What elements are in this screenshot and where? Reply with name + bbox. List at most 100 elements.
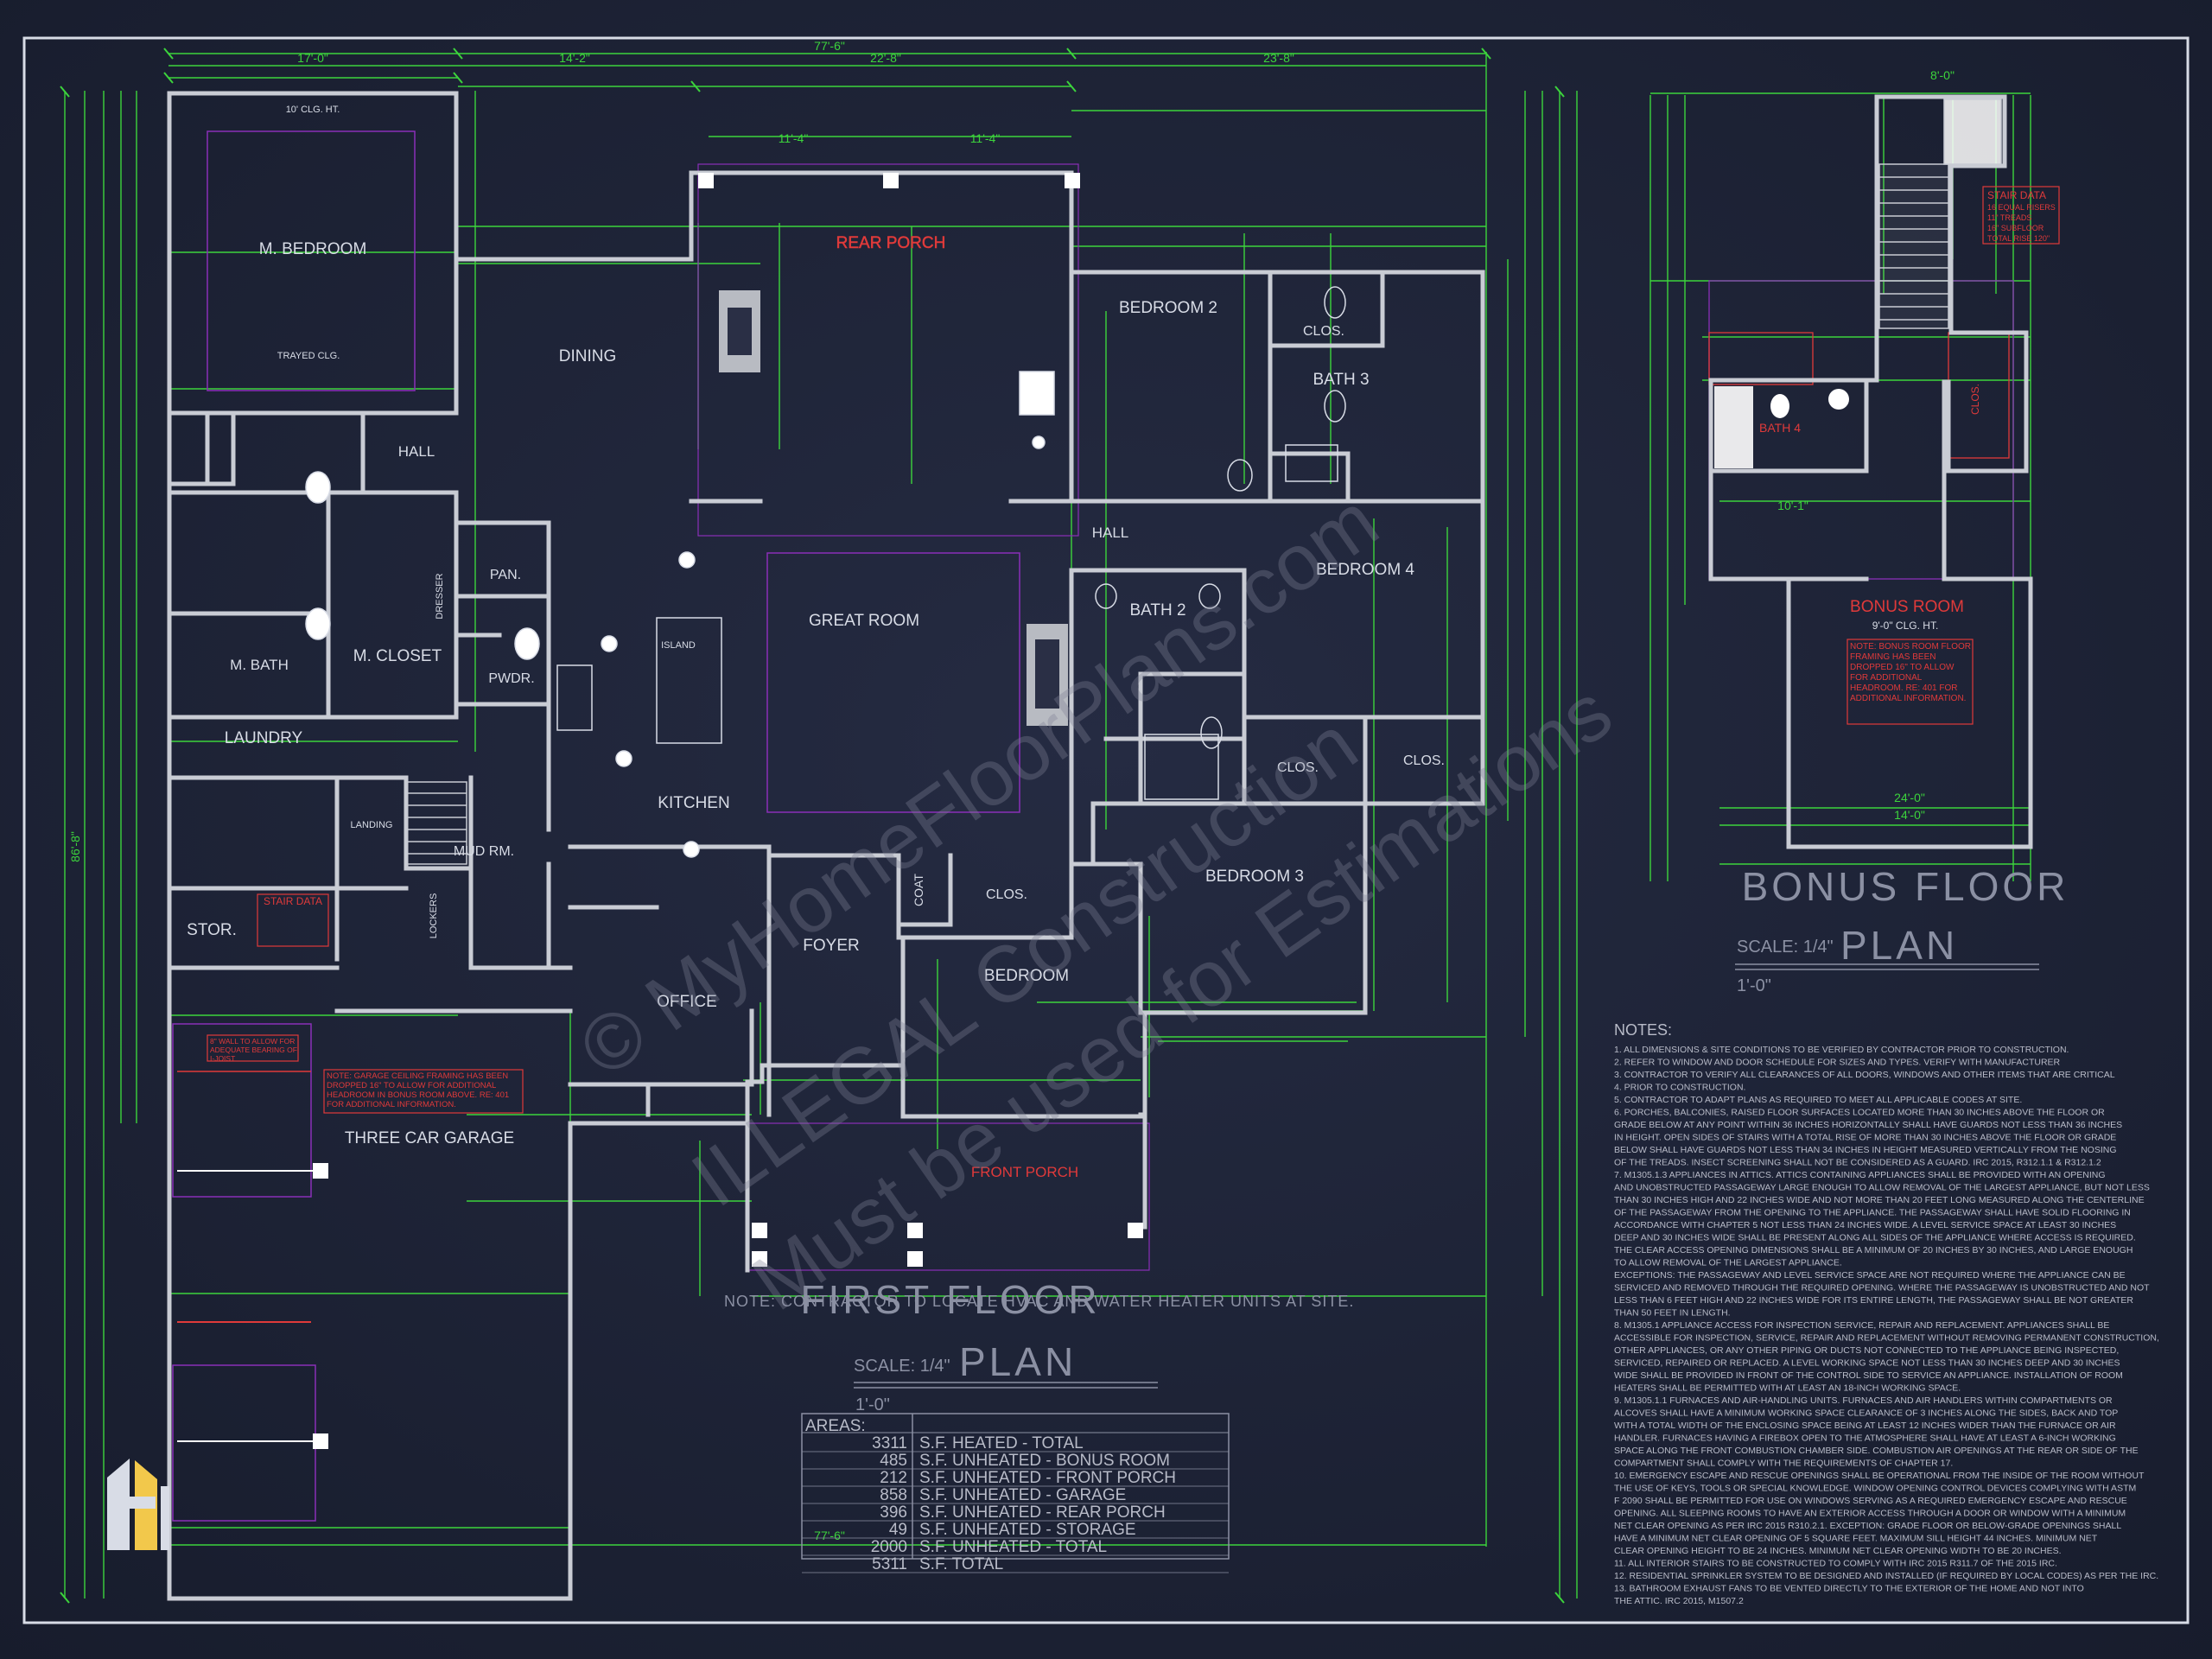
note-line: WIDE SHALL BE PROVIDED IN FRONT OF THE C… [1614, 1370, 2123, 1381]
room-bedroom-4: BEDROOM 4 [1316, 561, 1414, 579]
note-line: SERVICED AND REMOVED THROUGH THE REQUIRE… [1614, 1283, 2150, 1294]
bonus-dim-w2: 10'-1" [1777, 499, 1808, 512]
hvac-note: NOTE: CONTRACTOR TO LOCATE HVAC AND WATE… [724, 1293, 1354, 1310]
stair-data-label: STAIR DATA [264, 895, 322, 907]
areas-row-value: 485 [880, 1452, 907, 1470]
kitchen-island: ISLAND [661, 640, 696, 651]
sheet-border [22, 36, 2190, 1624]
dim-overall-width-bottom: 77'-6" [814, 1529, 845, 1542]
room-hall-master: HALL [398, 443, 435, 460]
room-landing: LANDING [351, 820, 393, 830]
room-pantry: PAN. [490, 568, 521, 582]
note-line: ACCESSIBLE FOR INSPECTION, SERVICE, REPA… [1614, 1333, 2159, 1344]
room-bedroom-3: BEDROOM 3 [1205, 868, 1304, 886]
dim-d6: 11'-4" [970, 131, 1001, 145]
first-floor-walls [167, 91, 1485, 1601]
bonus-dim-top: 8'-0" [1930, 68, 1955, 82]
areas-row-value: 3311 [872, 1434, 907, 1452]
bonus-stair-data-title: STAIR DATA [1987, 189, 2046, 201]
bonus-stair-line-3: 16" SUBFLOOR [1987, 224, 2044, 232]
garage-note: NOTE: GARAGE CEILING FRAMING HAS BEEN DR… [327, 1071, 509, 1109]
areas-row-description: S.F. UNHEATED - STORAGE [919, 1521, 1136, 1539]
note-line: 13. BATHROOM EXHAUST FANS TO BE VENTED D… [1614, 1584, 2084, 1594]
dresser: DRESSER [435, 573, 445, 619]
room-front-porch: FRONT PORCH [971, 1164, 1078, 1180]
areas-row-description: S.F. UNHEATED - REAR PORCH [919, 1503, 1166, 1522]
first-floor-scale-unit: 1'-0" [855, 1395, 890, 1414]
note-line: THAN 30 INCHES HIGH AND 22 INCHES WIDE A… [1614, 1195, 2145, 1205]
note-line: WITH A TOTAL WIDTH OF THE ENCLOSING SPAC… [1614, 1421, 2116, 1431]
note-line: TO ALLOW REMOVAL OF THE LARGEST APPLIANC… [1614, 1258, 1842, 1268]
note-line: AND UNOBSTRUCTED PASSAGEWAY LARGE ENOUGH… [1614, 1183, 2150, 1193]
note-line: 10. EMERGENCY ESCAPE AND RESCUE OPENINGS… [1614, 1471, 2145, 1481]
garage-markers [177, 1163, 328, 1449]
note-line: NET CLEAR OPENING AS PER IRC 2015 R310.2… [1614, 1521, 2121, 1531]
bonus-stair-line-4: TOTAL RISE 120" [1987, 234, 2050, 243]
room-coat: COAT [912, 874, 925, 906]
bonus-fixtures [1714, 386, 1849, 468]
first-floor-title: FIRST FLOOR [800, 1277, 1100, 1322]
first-floor-stairs [405, 781, 467, 865]
first-floor-scale: SCALE: 1/4" [854, 1357, 950, 1376]
notes-heading: NOTES: [1614, 1021, 1672, 1039]
areas-row-description: S.F. UNHEATED - BONUS ROOM [919, 1452, 1170, 1470]
lockers: LOCKERS [429, 893, 439, 939]
note-line: HANDLER. FURNACES HAVING A FIREBOX OPEN … [1614, 1433, 2116, 1444]
note-line: IN HEIGHT. OPEN SIDES OF STAIRS WITH A T… [1614, 1133, 2116, 1143]
room-kitchen: KITCHEN [658, 794, 729, 812]
note-line: EXCEPTIONS: THE PASSAGEWAY AND LEVEL SER… [1614, 1270, 2126, 1281]
note-line: COMPARTMENT SHALL COMPLY WITH THE REQUIR… [1614, 1459, 1953, 1469]
room-closet-bedroom-4a: CLOS. [1277, 760, 1319, 775]
bonus-stair-line-1: 16 EQUAL RISERS [1987, 203, 2056, 212]
note-line: 8. M1305.1 APPLIANCE ACCESS FOR INSPECTI… [1614, 1320, 2109, 1331]
note-line: OF THE PASSAGEWAY FROM THE OPENING TO TH… [1614, 1208, 2131, 1218]
porch-columns [698, 173, 1143, 1267]
areas-row-value: 5311 [872, 1555, 907, 1573]
bonus-bath-label: BATH 4 [1759, 421, 1801, 435]
room-hall-bedrooms: HALL [1092, 524, 1129, 541]
room-office: OFFICE [657, 993, 717, 1011]
areas-row-description: S.F. UNHEATED - FRONT PORCH [919, 1469, 1176, 1487]
areas-row-description: S.F. HEATED - TOTAL [919, 1434, 1084, 1452]
dim-d3: 22'-8" [870, 51, 901, 65]
bonus-scale-unit: 1'-0" [1737, 976, 1771, 995]
bonus-title-word: PLAN [1840, 923, 1958, 968]
dim-d4: 23'-8" [1263, 51, 1294, 65]
first-floor-dimensions [64, 52, 1578, 1599]
bonus-stairs [1878, 99, 2002, 329]
bonus-scale: SCALE: 1/4" [1737, 938, 1834, 957]
bonus-note-text: NOTE: BONUS ROOM FLOOR FRAMING HAS BEEN … [1850, 642, 1971, 703]
bonus-closet-label: CLOS. [1969, 384, 1981, 415]
room-great-room: GREAT ROOM [809, 612, 919, 630]
dim-d2: 14'-2" [559, 51, 590, 65]
note-line: 3. CONTRACTOR TO VERIFY ALL CLEARANCES O… [1614, 1070, 2115, 1080]
note-line: HEATERS SHALL BE PERMITTED WITH AT LEAST… [1614, 1383, 1961, 1394]
general-notes: NOTES: 1. ALL DIMENSIONS & SITE CONDITIO… [1614, 1021, 2159, 1606]
note-line: OTHER APPLIANCES, OR ANY OTHER PIPING OR… [1614, 1345, 2119, 1356]
dim-overall-width: 77'-6" [814, 39, 845, 53]
room-rear-porch: REAR PORCH [836, 234, 946, 252]
note-line: HAVE A MINIMUM NET CLEAR OPENING OF 5 SQ… [1614, 1534, 2098, 1544]
note-line: 11. ALL INTERIOR STAIRS TO BE CONSTRUCTE… [1614, 1559, 2057, 1569]
room-bath-2: BATH 2 [1129, 601, 1185, 620]
note-line: 9. M1305.1.1 FURNACES AND AIR-HANDLING U… [1614, 1395, 2113, 1406]
note-line: LESS THAN 6 FEET HIGH AND 22 INCHES WIDE… [1614, 1295, 2133, 1306]
room-mud: MUD RM. [454, 844, 514, 859]
note-line: SPACE ALONG THE FRONT COMBUSTION CHAMBER… [1614, 1446, 2139, 1456]
bonus-dim-width: 24'-0" [1894, 791, 1925, 804]
dim-d1: 17'-0" [297, 51, 328, 65]
areas-label: AREAS: [805, 1417, 866, 1435]
note-line: THAN 50 FEET IN LENGTH. [1614, 1308, 1731, 1319]
bonus-walls [1708, 94, 2033, 849]
areas-row-description: S.F. TOTAL [919, 1555, 1003, 1573]
areas-row-value: 212 [880, 1469, 907, 1487]
company-logo [107, 1459, 169, 1550]
bonus-dim-w1: 14'-0" [1894, 808, 1925, 822]
room-bedroom-2: BEDROOM 2 [1119, 299, 1217, 317]
room-foyer: FOYER [803, 937, 859, 955]
room-garage: THREE CAR GARAGE [345, 1129, 514, 1147]
dim-d5: 11'-4" [779, 131, 809, 145]
room-closet-foyer: CLOS. [986, 887, 1027, 902]
areas-row-value: 858 [880, 1486, 907, 1504]
